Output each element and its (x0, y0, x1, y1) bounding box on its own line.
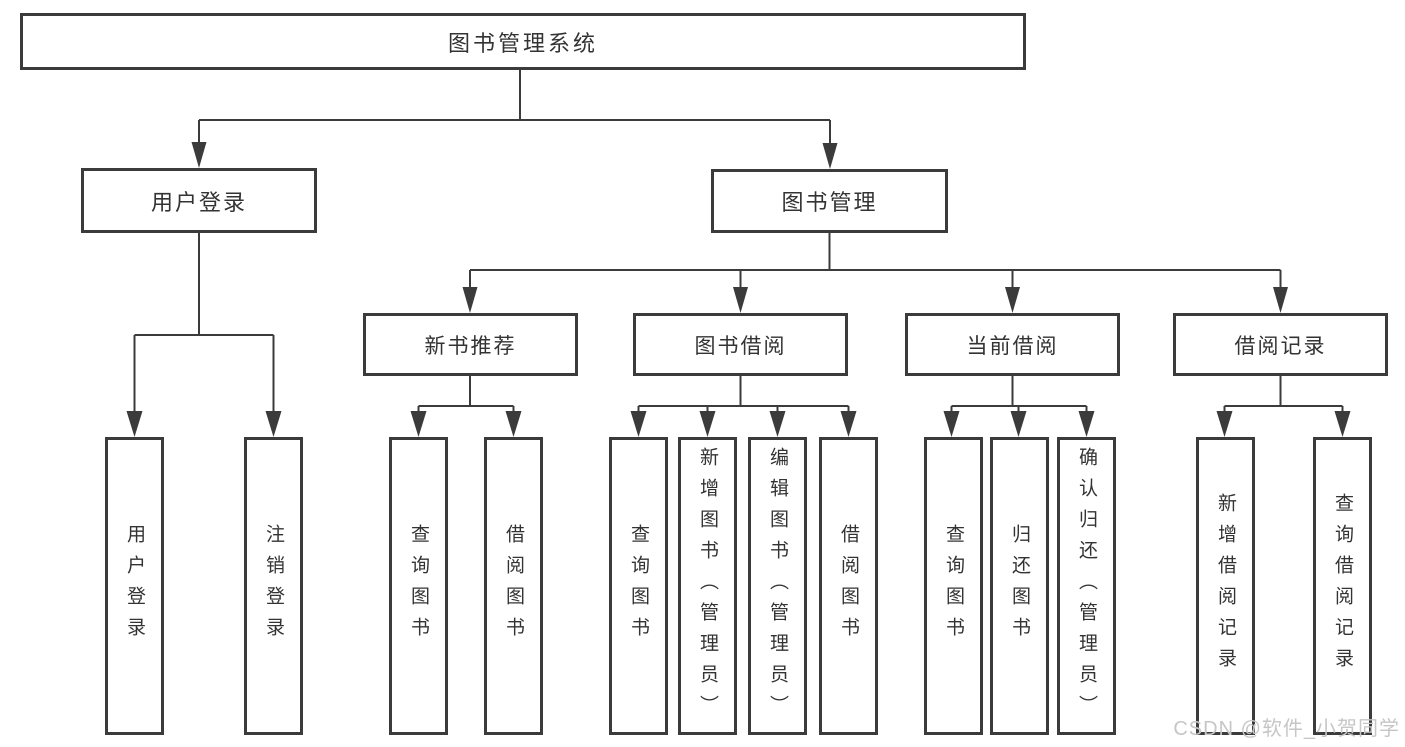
leaf-borrow-books-label: 借阅图书 (838, 524, 859, 648)
leaf-recommend-query-books: 查询图书 (389, 437, 448, 735)
node-book-management: 图书管理 (711, 169, 948, 233)
leaf-edit-books-admin: 编辑图书（管理员） (748, 437, 807, 735)
leaf-add-borrow-record: 新增借阅记录 (1196, 437, 1255, 735)
leaf-return-books-label: 归还图书 (1009, 524, 1030, 648)
leaf-query-borrow-record: 查询借阅记录 (1313, 437, 1372, 735)
leaf-borrow-books: 借阅图书 (819, 437, 878, 735)
leaf-current-query-books: 查询图书 (924, 437, 983, 735)
leaf-recommend-borrow-books: 借阅图书 (484, 437, 543, 735)
leaf-return-books: 归还图书 (990, 437, 1049, 735)
leaf-recommend-borrow-books-label: 借阅图书 (503, 524, 524, 648)
leaf-logout: 注销登录 (244, 437, 303, 735)
node-current-borrow: 当前借阅 (905, 313, 1120, 376)
leaf-confirm-return-admin: 确认归还（管理员） (1057, 437, 1116, 735)
leaf-current-query-books-label: 查询图书 (943, 524, 964, 648)
node-user-login: 用户登录 (81, 168, 317, 233)
leaf-add-books-admin-label: 新增图书（管理员） (697, 446, 718, 726)
leaf-add-borrow-record-label: 新增借阅记录 (1215, 493, 1236, 679)
leaf-add-books-admin: 新增图书（管理员） (678, 437, 737, 735)
leaf-user-login-label: 用户登录 (124, 524, 145, 648)
node-new-book-recommend-label: 新书推荐 (424, 334, 517, 358)
leaf-query-borrow-record-label: 查询借阅记录 (1332, 493, 1353, 679)
node-user-login-label: 用户登录 (150, 189, 247, 215)
leaf-edit-books-admin-label: 编辑图书（管理员） (767, 446, 788, 726)
leaf-logout-label: 注销登录 (263, 524, 284, 648)
node-root-label: 图书管理系统 (447, 30, 598, 56)
leaf-borrow-query-books: 查询图书 (609, 437, 668, 735)
node-book-borrow-label: 图书借阅 (694, 334, 787, 358)
leaf-confirm-return-admin-label: 确认归还（管理员） (1076, 446, 1097, 726)
node-book-borrow: 图书借阅 (633, 313, 848, 376)
node-current-borrow-label: 当前借阅 (966, 334, 1059, 358)
node-root-book-management-system: 图书管理系统 (20, 13, 1026, 70)
leaf-user-login: 用户登录 (105, 437, 164, 735)
node-book-management-label: 图书管理 (781, 190, 878, 215)
node-new-book-recommend: 新书推荐 (363, 313, 578, 376)
csdn-watermark: CSDN @软件_小贺同学 (1173, 718, 1400, 740)
node-borrow-records: 借阅记录 (1173, 313, 1388, 376)
leaf-borrow-query-books-label: 查询图书 (628, 524, 649, 648)
node-borrow-records-label: 借阅记录 (1234, 334, 1327, 358)
leaf-recommend-query-books-label: 查询图书 (408, 524, 429, 648)
